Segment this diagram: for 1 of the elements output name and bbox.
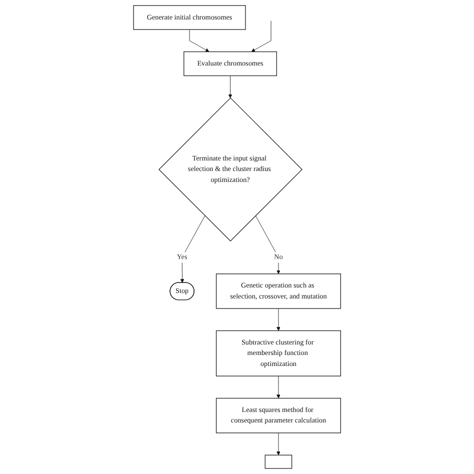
node-box xyxy=(264,454,292,469)
